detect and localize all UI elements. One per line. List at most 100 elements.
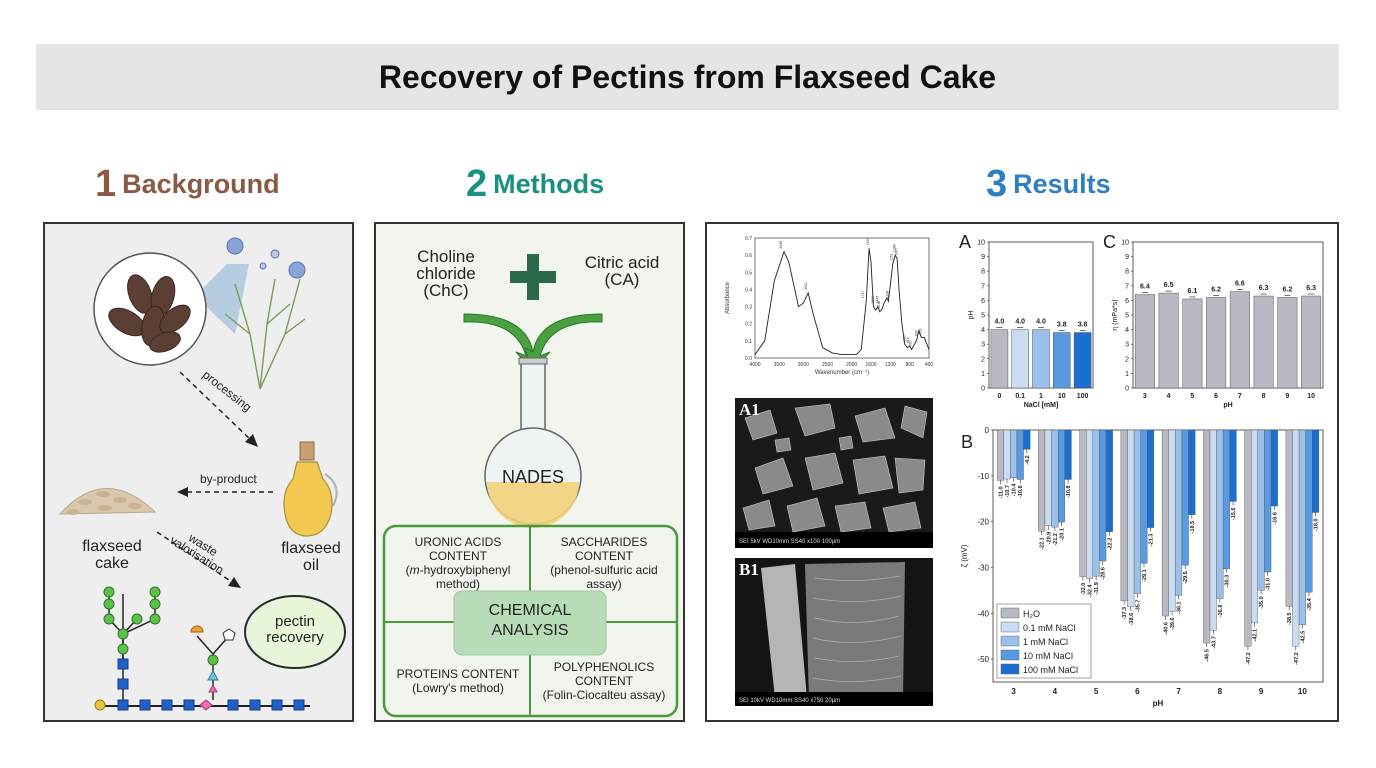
chart-a-data-label: 3.8	[1057, 322, 1067, 329]
chart-b-legend-label: 10 mM NaCl	[1023, 651, 1073, 661]
chart-b-legend-label: 0.1 mM NaCl	[1023, 623, 1076, 633]
chart-c-bar	[1206, 297, 1227, 389]
ftir-y-tick-label: 0.0	[745, 356, 752, 362]
flax-plant-icon	[224, 278, 306, 390]
ftir-peak-label: 1445	[875, 296, 879, 304]
chart-b-y-tick-label: 0	[985, 426, 990, 435]
chart-b-bar	[1016, 429, 1024, 480]
chart-c-viscosity: 0123456789106.436.546.156.266.676.386.29…	[1112, 240, 1324, 409]
chart-a-bar	[1032, 329, 1050, 389]
chart-b-bar	[1251, 429, 1259, 624]
chart-b-data-label: -46.5	[1205, 649, 1211, 662]
chart-a-y-axis-label: pH	[968, 311, 975, 320]
chart-b-data-label: -30.3	[1224, 575, 1230, 588]
chart-b-bar	[1188, 429, 1196, 515]
chart-c-x-tick-label: 9	[1285, 393, 1289, 400]
chart-b-legend-label: 100 mM NaCl	[1023, 665, 1078, 675]
chart-b-bar	[1305, 429, 1313, 593]
chart-c-y-tick-label: 5	[1125, 313, 1129, 320]
choline-chloride-label: Choline chloride (ChC)	[416, 247, 476, 300]
chart-c-data-label: 6.6	[1235, 281, 1245, 288]
chart-c-y-tick-label: 3	[1125, 342, 1129, 349]
uronic-acids-title: URONIC ACIDS CONTENT	[414, 535, 502, 563]
by-product-label: by-product	[200, 472, 257, 486]
chart-b-legend-swatch	[1000, 663, 1020, 675]
chart-b-y-tick-label: -10	[977, 472, 989, 481]
ftir-peak-label: 1538	[871, 296, 875, 304]
page-title: Recovery of Pectins from Flaxseed Cake	[378, 59, 997, 95]
sem-a1-scale-info: SEI 5kV WD10mm SS40 x100 100μm	[739, 539, 840, 545]
chemical-analysis-label: CHEMICAL ANALYSIS	[488, 602, 572, 639]
ftir-x-tick-label: 3000	[798, 362, 809, 368]
chart-b-legend-swatch	[1000, 621, 1020, 633]
chart-b-data-label: -10.8	[1066, 485, 1072, 498]
chart-b-bar	[1229, 429, 1237, 502]
ftir-peak-label: 2921	[804, 282, 808, 290]
chart-c-y-tick-label: 1	[1125, 371, 1129, 378]
background-illustration	[58, 237, 346, 711]
chart-b-data-label: -28.6	[1101, 567, 1107, 580]
flaxseed-oil-label: flaxseed oil	[281, 540, 341, 574]
chart-b-data-label: -18.5	[1190, 521, 1196, 534]
chart-c-data-label: 6.4	[1140, 284, 1150, 291]
chart-b-bar	[1010, 429, 1018, 478]
chart-b-data-label: -20.9	[1046, 532, 1052, 545]
section-label: Results	[1013, 169, 1111, 199]
ftir-x-tick-label: 2500	[822, 362, 833, 368]
chart-b-data-label: -38.6	[1129, 613, 1135, 626]
chart-b-y-axis-label: ζ (mV)	[960, 544, 969, 567]
chart-b-data-label: -10.4	[1012, 483, 1018, 496]
chart-c-bar	[1158, 292, 1179, 389]
ftir-peak-label: 1418	[877, 301, 881, 309]
chart-b-y-tick-label: -20	[977, 518, 989, 527]
chemical-analysis-box	[453, 590, 607, 656]
ftir-peak-label: 760	[909, 341, 913, 347]
chart-b-bar	[1086, 429, 1094, 579]
chart-b-bar	[1023, 429, 1031, 450]
chart-b-bar	[1257, 429, 1265, 591]
chart-c-x-tick-label: 5	[1190, 393, 1194, 400]
ftir-peak-label: 890	[902, 335, 906, 341]
chart-b-bar	[1133, 429, 1141, 594]
chart-c-data-label: 6.3	[1259, 285, 1269, 292]
ftir-x-tick-label: 800	[905, 362, 914, 368]
chart-b-data-label: -35.4	[1307, 597, 1313, 610]
ftir-x-tick-label: 1600	[865, 362, 876, 368]
chart-b-bar	[1079, 429, 1087, 577]
chart-b-bar	[1064, 429, 1072, 480]
ftir-y-axis-label: Absorbance	[725, 281, 731, 314]
ftir-peak-label: 553	[919, 329, 923, 335]
nades-label: NADES	[501, 467, 564, 487]
chart-b-data-label: -42.1	[1253, 629, 1259, 642]
chart-b-x-tick-label: 10	[1298, 687, 1307, 696]
chart-b-data-label: -4.2	[1025, 455, 1031, 464]
chart-a-x-tick-label: 10	[1058, 393, 1066, 400]
chart-c-y-tick-label: 7	[1125, 283, 1129, 290]
chart-c-data-label: 6.5	[1164, 282, 1174, 289]
ftir-peak-label: 1238	[885, 291, 889, 299]
flaxseed-cake-icon	[58, 488, 157, 515]
chart-b-data-label: -37.3	[1122, 607, 1128, 620]
chart-b-data-label: -31.0	[1266, 578, 1272, 591]
saccharides-title: SACCHARIDES CONTENT	[560, 535, 648, 563]
chart-b-data-label: -38.5	[1287, 612, 1293, 625]
chart-b-bar	[1203, 429, 1211, 644]
chart-b-bar	[1285, 429, 1293, 607]
chart-b-data-label: -36.8	[1218, 605, 1224, 618]
chart-b-bar	[1222, 429, 1230, 570]
chart-c-x-tick-label: 7	[1238, 393, 1242, 400]
chart-a-y-tick-label: 10	[977, 240, 985, 247]
chart-b-bar	[1105, 429, 1113, 532]
chart-a-y-tick-label: 1	[981, 371, 985, 378]
chart-a-y-tick-label: 2	[981, 356, 985, 363]
chart-b-bar	[1181, 429, 1189, 566]
saccharides-cell: SACCHARIDES CONTENT (phenol-sulfuric aci…	[534, 535, 674, 591]
sem-a1-label: A1	[739, 400, 760, 419]
chart-b-data-label: -31.9	[1094, 582, 1100, 595]
sem-b1-label: B1	[739, 560, 759, 579]
chart-b-x-tick-label: 8	[1218, 687, 1223, 696]
chart-b-bar	[1209, 429, 1217, 631]
ftir-y-tick-label: 0.7	[745, 236, 752, 242]
